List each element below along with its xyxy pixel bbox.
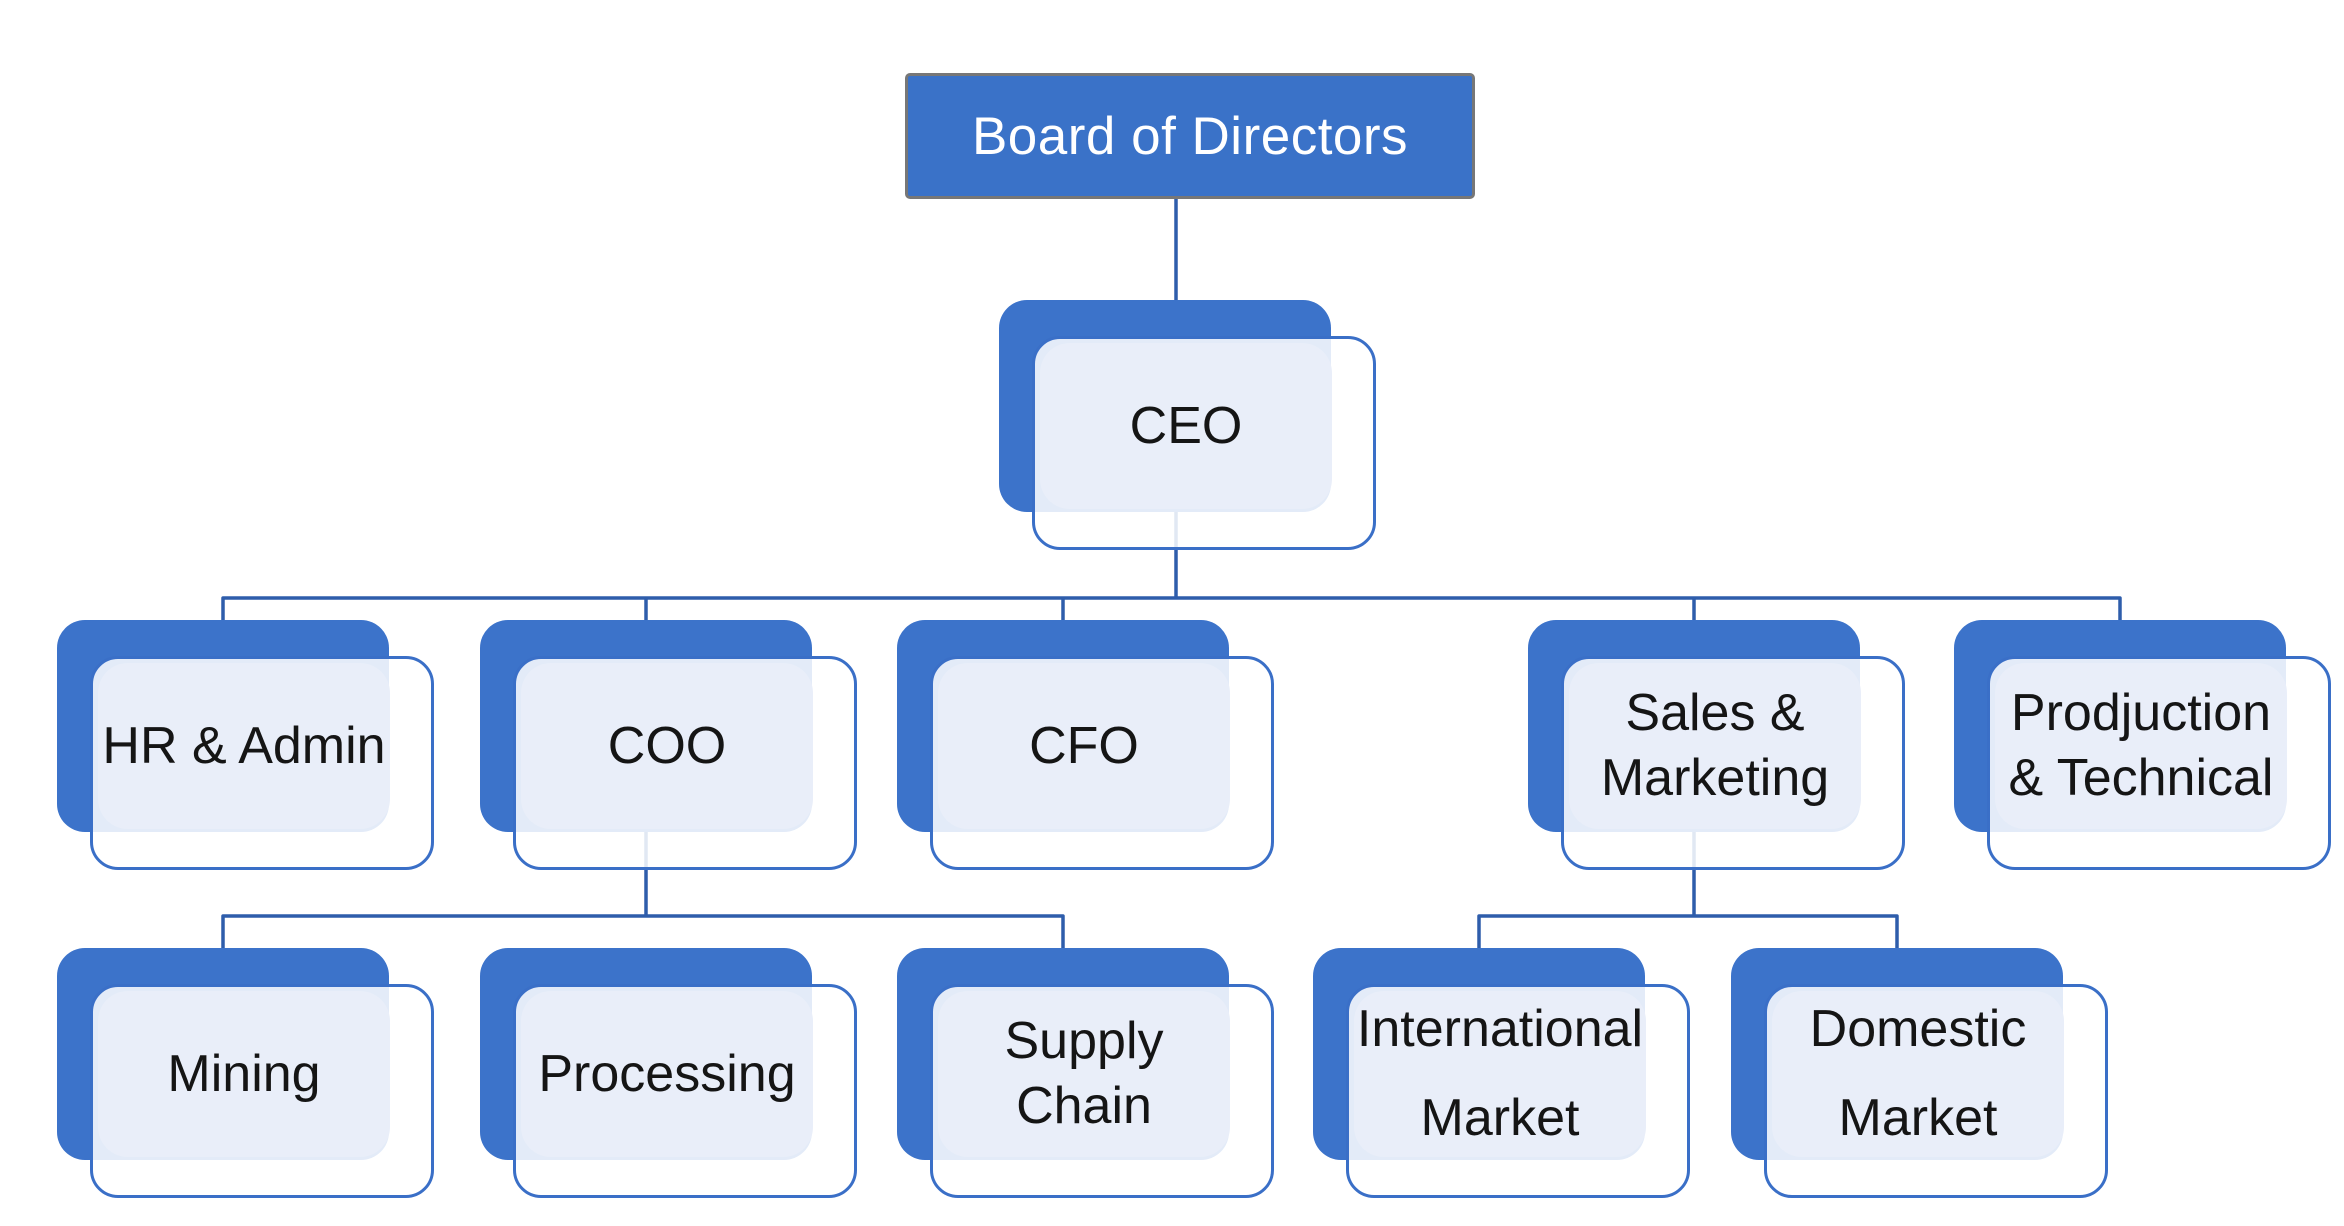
connector-coo-rail <box>221 914 1065 950</box>
org-node-label: Mining <box>167 1044 321 1103</box>
org-node-label: COO <box>607 716 727 775</box>
org-node-ceo: CEO <box>999 300 1376 550</box>
org-node-label: Domestic Market <box>1809 999 2027 1147</box>
node-face: COO <box>521 663 813 829</box>
org-node-production-technical: Prodjuction & Technical <box>1954 620 2331 870</box>
org-node-label: Board of Directors <box>971 106 1409 166</box>
node-face: CEO <box>1040 343 1332 509</box>
org-node-label: CFO <box>1029 716 1139 775</box>
org-node-processing: Processing <box>480 948 857 1198</box>
org-node-label: HR & Admin <box>102 716 386 775</box>
org-node-label: Sales & Marketing <box>1600 684 1830 807</box>
connector-sales-rail <box>1477 914 1899 950</box>
org-node-mining: Mining <box>57 948 434 1198</box>
org-node-supply-chain: Supply Chain <box>897 948 1274 1198</box>
node-face: Domestic Market <box>1772 991 2064 1157</box>
org-node-coo: COO <box>480 620 857 870</box>
org-node-label: Prodjuction & Technical <box>2008 684 2274 807</box>
org-node-label: Processing <box>538 1044 796 1103</box>
org-node-label: Supply Chain <box>1004 1012 1164 1135</box>
node-face: Supply Chain <box>938 991 1230 1157</box>
node-face: HR & Admin <box>98 663 390 829</box>
org-node-hr-admin: HR & Admin <box>57 620 434 870</box>
node-face: Prodjuction & Technical <box>1995 663 2287 829</box>
org-node-label: International Market <box>1356 999 1644 1147</box>
org-node-domestic-market: Domestic Market <box>1731 948 2108 1198</box>
org-node-cfo: CFO <box>897 620 1274 870</box>
node-face: Processing <box>521 991 813 1157</box>
org-node-sales-marketing: Sales & Marketing <box>1528 620 1905 870</box>
org-node-board-of-directors: Board of Directors <box>905 73 1475 199</box>
node-face: CFO <box>938 663 1230 829</box>
node-face: Mining <box>98 991 390 1157</box>
node-face: International Market <box>1354 991 1646 1157</box>
node-face: Sales & Marketing <box>1569 663 1861 829</box>
org-node-international-market: International Market <box>1313 948 1690 1198</box>
org-node-label: CEO <box>1129 396 1243 455</box>
